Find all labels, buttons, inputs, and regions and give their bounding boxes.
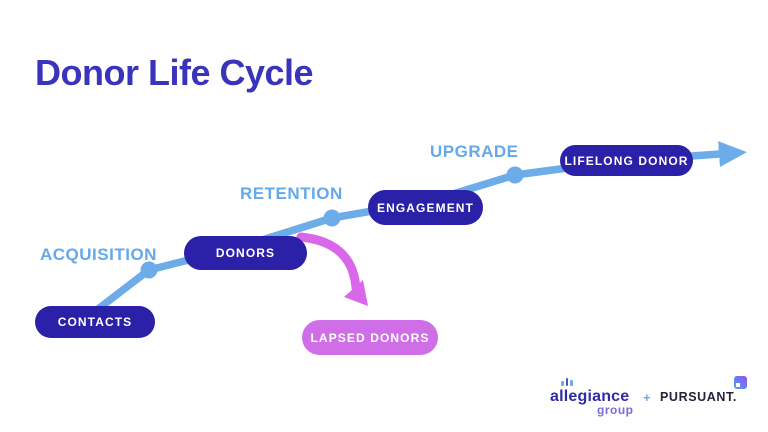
phase-label-retention: RETENTION xyxy=(240,184,343,203)
stage-pill-lifelong-donor: LIFELONG DONOR xyxy=(560,145,693,176)
lapsed-arrowhead xyxy=(344,280,368,306)
page-title: Donor Life Cycle xyxy=(35,52,314,94)
allegiance-bars-icon xyxy=(561,378,573,386)
flow-dot-retention xyxy=(323,209,341,227)
plus-separator: + xyxy=(643,390,651,405)
lapsed-arrow-curve xyxy=(296,232,361,293)
stage-pill-lapsed-donors: LAPSED DONORS xyxy=(302,320,438,355)
stage-pill-donors: DONORS xyxy=(184,236,307,270)
phase-label-acquisition: ACQUISITION xyxy=(40,245,157,264)
flow-dot-upgrade xyxy=(506,166,524,184)
flow-line xyxy=(64,141,747,336)
flow-dot-acquisition xyxy=(140,261,158,279)
pursuant-logo: PURSUANT. xyxy=(660,390,737,404)
allegiance-group-label: group xyxy=(597,403,634,417)
phase-label-upgrade: UPGRADE xyxy=(430,142,519,161)
pursuant-square-icon xyxy=(734,376,747,389)
stage-pill-contacts: CONTACTS xyxy=(35,306,155,338)
allegiance-logo: allegiance xyxy=(550,388,630,405)
stage-pill-engagement: ENGAGEMENT xyxy=(368,190,483,225)
